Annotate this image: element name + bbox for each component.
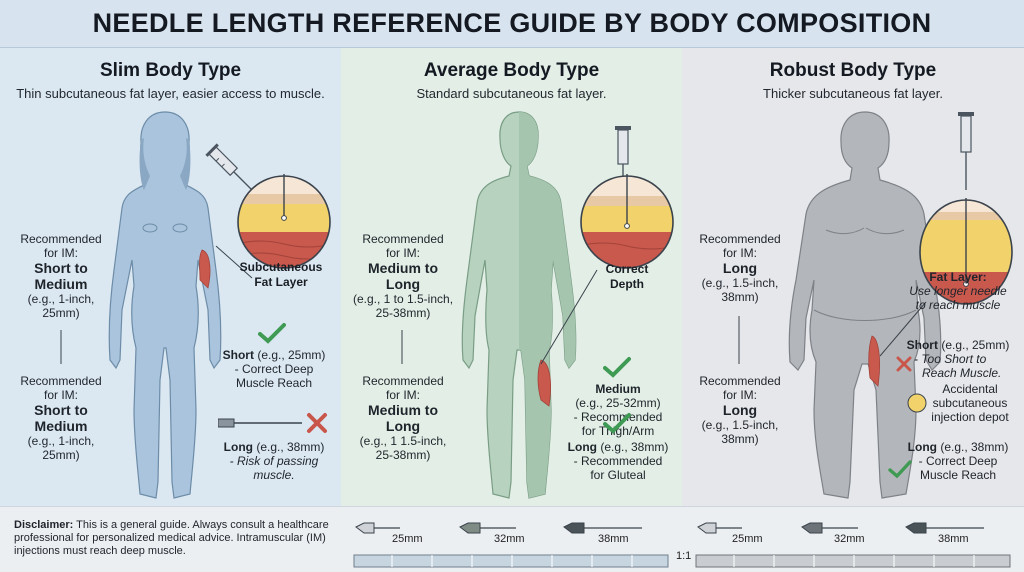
scale-ratio: 1:1 <box>676 550 692 562</box>
robust-short-note: Short (e.g., 25mm) <box>906 338 1010 352</box>
syringe-icon <box>205 143 255 193</box>
panel-average: Average Body Type Standard subcutaneous … <box>341 48 682 506</box>
check-icon <box>603 413 631 434</box>
needle-icon <box>218 418 302 428</box>
title-bar: NEEDLE LENGTH REFERENCE GUIDE BY BODY CO… <box>0 0 1024 48</box>
needle-scale-right <box>695 522 1011 568</box>
robust-body-figure <box>788 111 942 499</box>
cross-icon <box>307 413 327 433</box>
robust-callout-line <box>879 301 927 357</box>
slim-skin-cross-section <box>237 174 331 269</box>
footer: Disclaimer: This is a general guide. Alw… <box>0 506 1024 572</box>
slim-body-figure <box>108 111 222 499</box>
syringe-icon <box>958 112 974 190</box>
robust-subtitle: Thicker subcutaneous fat layer. <box>763 86 943 101</box>
check-icon <box>603 357 631 378</box>
average-heading: Average Body Type <box>423 60 600 81</box>
average-skin-cross-section <box>580 174 674 269</box>
page-title: NEEDLE LENGTH REFERENCE GUIDE BY BODY CO… <box>92 8 932 38</box>
scale-right-label-3: 38mm <box>938 533 969 545</box>
panel-robust: Robust Body Type Thicker subcutaneous fa… <box>682 48 1024 506</box>
cross-icon <box>896 356 912 372</box>
average-callout-line <box>540 269 598 365</box>
scale-left-label-1: 25mm <box>392 533 423 545</box>
average-body-figure <box>461 111 577 499</box>
scale-right-label-1: 25mm <box>732 533 763 545</box>
slim-rec-divider <box>60 330 62 364</box>
average-rec-divider <box>401 330 403 364</box>
slim-callout-line <box>215 245 253 279</box>
scale-right-label-2: 32mm <box>834 533 865 545</box>
needle-scale-left <box>353 522 669 568</box>
slim-heading: Slim Body Type <box>99 60 242 81</box>
robust-skin-cross-section <box>919 198 1013 305</box>
scale-left-label-3: 38mm <box>598 533 629 545</box>
check-icon <box>888 460 912 478</box>
scale-left-label-2: 32mm <box>494 533 525 545</box>
panel-slim: Slim Body Type Thin subcutaneous fat lay… <box>0 48 341 506</box>
fat-depot-icon <box>907 393 927 413</box>
slim-subtitle: Thin subcutaneous fat layer, easier acce… <box>16 86 325 101</box>
robust-heading: Robust Body Type <box>769 60 937 81</box>
average-subtitle: Standard subcutaneous fat layer. <box>416 86 607 101</box>
robust-rec-divider <box>738 316 740 364</box>
check-icon <box>258 323 286 344</box>
disclaimer: Disclaimer: This is a general guide. Alw… <box>14 519 329 557</box>
